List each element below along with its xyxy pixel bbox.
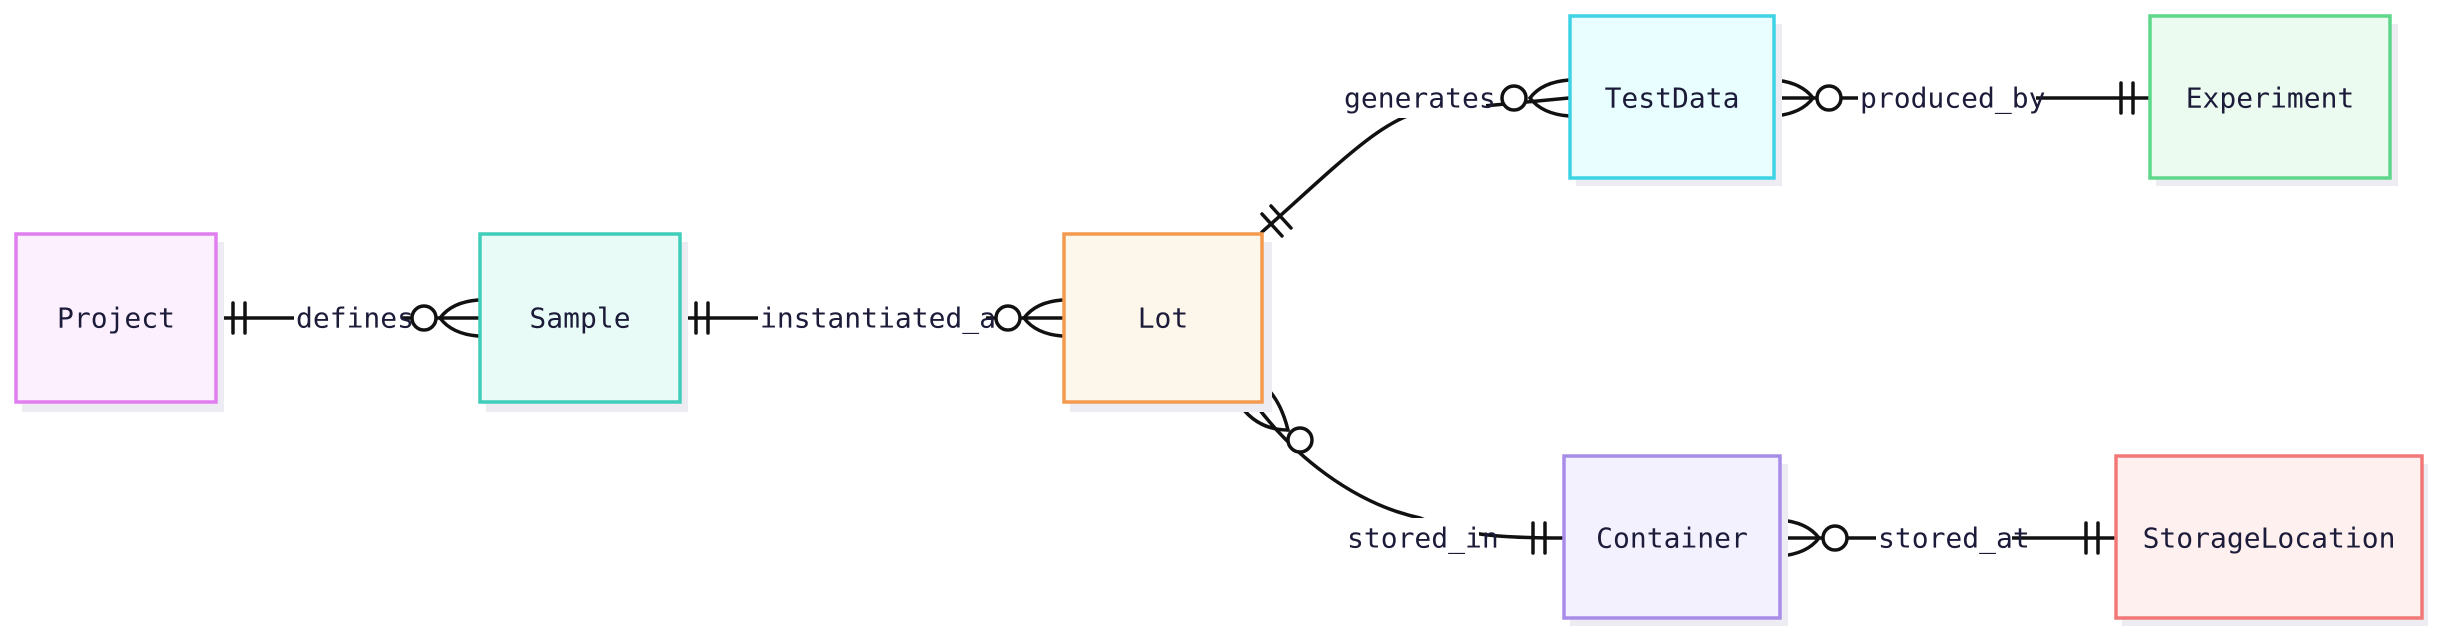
marker-one-project [231,301,247,335]
rel-label-stored-at: stored_at [1878,522,2030,556]
marker-zero-many-testdata [1500,78,1571,118]
rel-label-generates: generates [1344,82,1496,115]
marker-one-sample [694,301,710,335]
entity-box-lot [1062,232,1264,404]
entity-label-lot: Lot [1138,302,1189,335]
marker-one-container [1531,521,1547,555]
marker-zero-many-sample [410,298,480,338]
entity-box-sample [478,232,682,404]
entity-experiment[interactable]: Experiment [2148,14,2398,186]
marker-zero-many-container [1778,518,1849,558]
rel-label-stored-in: stored_in [1347,522,1499,556]
entity-label-project: Project [57,302,175,335]
entity-lot[interactable]: Lot [1062,232,1272,412]
entity-label-storagelocation: StorageLocation [2143,522,2396,555]
rel-label-produced-by: produced_by [1860,82,2045,116]
marker-one-experiment [2119,81,2135,115]
marker-zero-many-lot [994,298,1064,338]
label-bg-instantiated-as [758,298,986,338]
edge-stored-in [1238,380,1564,540]
label-bg-generates [1342,78,1486,118]
label-bg-produced-by [1858,78,2036,118]
label-bg-defines [294,298,402,338]
entity-label-experiment: Experiment [2186,82,2355,115]
label-bg-stored-in [1345,518,1479,558]
entity-box-project [14,232,218,404]
entity-box-experiment [2148,14,2392,180]
rel-label-instantiated-as: instantiated_as [760,302,1013,336]
marker-one-storagelocation [2084,521,2100,555]
label-bg-stored-at [1876,518,2012,558]
entity-project[interactable]: Project [14,232,224,412]
edge-generates [1260,96,1571,234]
entity-box-testdata [1568,14,1776,180]
entity-storagelocation[interactable]: StorageLocation [2114,454,2428,626]
entity-box-storagelocation [2114,454,2424,620]
entity-label-sample: Sample [529,302,630,335]
marker-one-lot-generates [1260,204,1293,238]
entity-sample[interactable]: Sample [478,232,688,412]
entity-container[interactable]: Container [1562,454,1788,626]
entity-testdata[interactable]: TestData [1568,14,1782,186]
entity-label-testdata: TestData [1605,82,1740,115]
rel-label-defines: defines [296,302,414,335]
entity-box-container [1562,454,1782,620]
entity-label-container: Container [1596,522,1748,555]
